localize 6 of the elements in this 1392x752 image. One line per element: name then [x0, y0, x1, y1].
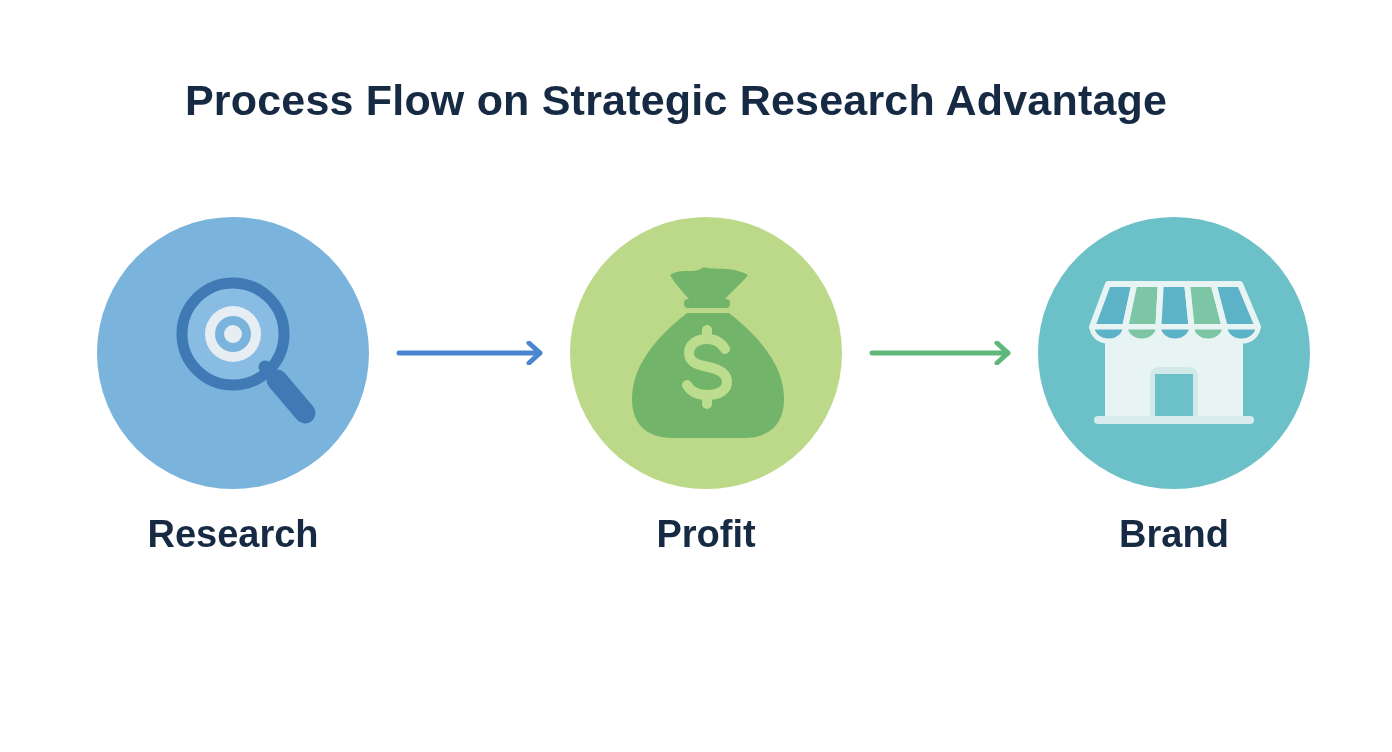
arrow [396, 340, 543, 366]
title: Process Flow on Strategic Research Advantage [183, 75, 1169, 126]
arrow [869, 340, 1011, 366]
step-label: Brand [1119, 512, 1229, 557]
step-label: Research [147, 512, 319, 557]
step-label: Profit [656, 512, 756, 557]
